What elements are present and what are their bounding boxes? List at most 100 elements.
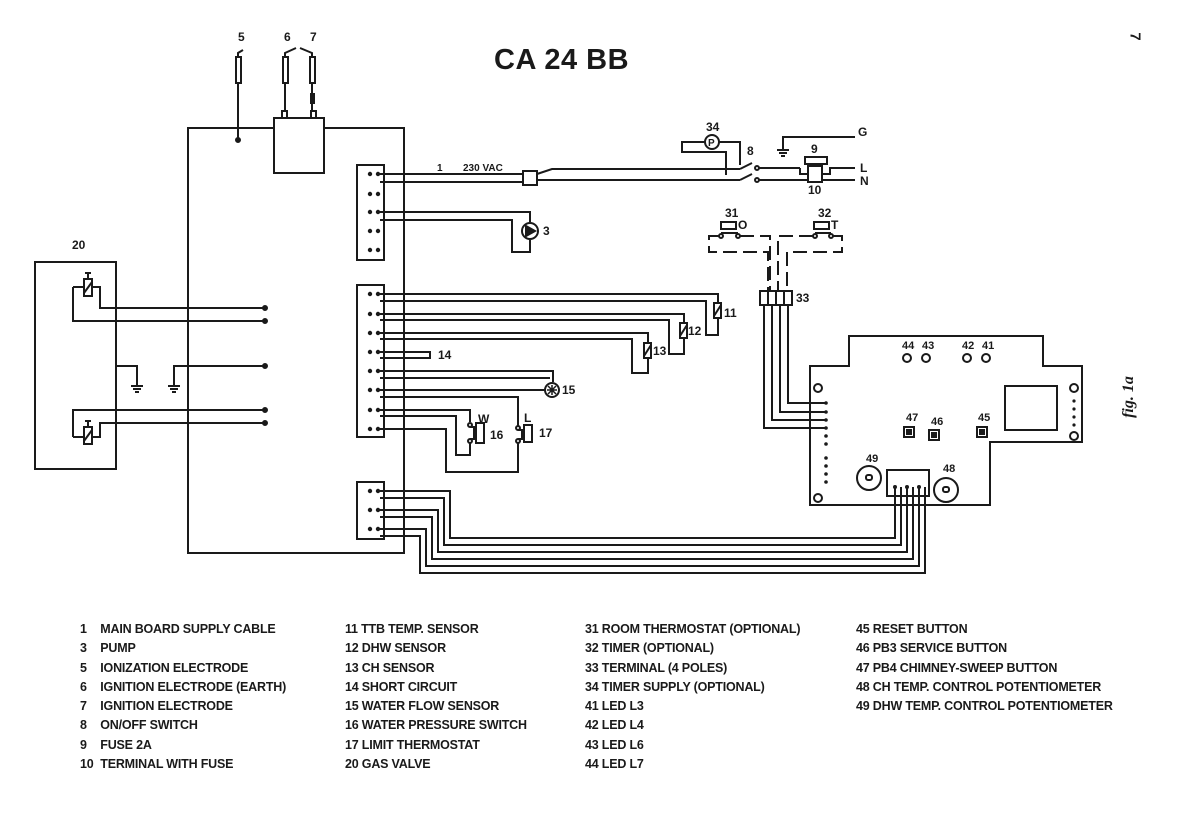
fuse-terminal: [799, 156, 855, 183]
callout-6: 6: [284, 30, 291, 44]
legend-item-text: LED L7: [601, 757, 644, 772]
legend-item: 43 LED L6: [585, 736, 800, 755]
legend-item-number: 31: [585, 622, 599, 636]
legend-item-number: 12: [345, 641, 359, 656]
legend-item-text: LED L3: [601, 699, 644, 714]
callout-10: 10: [808, 183, 822, 197]
legend-item: 1 MAIN BOARD SUPPLY CABLE: [80, 620, 286, 639]
legend-item-number: 32: [585, 641, 599, 656]
display: [1004, 385, 1058, 431]
legend-item-number: 14: [345, 679, 359, 694]
supply-label: 230 VAC: [463, 163, 503, 174]
callout-20: 20: [72, 238, 86, 252]
reset-button: [976, 426, 988, 438]
callout-17: 17: [539, 426, 553, 440]
dhw-sensor: [679, 322, 688, 339]
legend-item-text: CH TEMP. CONTROL POTENTIOMETER: [872, 679, 1102, 694]
legend-item-number: 5: [80, 660, 87, 675]
callout-41: 41: [982, 340, 994, 352]
timer: [777, 221, 843, 292]
legend-item-number: 48: [856, 679, 870, 694]
callout-8: 8: [747, 144, 754, 158]
timer-supply-symbol: P: [708, 138, 715, 149]
legend-item: 11 TTB TEMP. SENSOR: [345, 620, 527, 639]
legend-item-number: 42: [585, 718, 599, 733]
legend-item: 13 CH SENSOR: [345, 659, 527, 678]
callout-48: 48: [943, 463, 955, 475]
legend-item-number: 34: [585, 679, 599, 694]
callout-7: 7: [310, 30, 317, 44]
legend-item-number: 44: [585, 757, 599, 772]
legend-item: 45 RESET BUTTON: [856, 620, 1113, 639]
legend-item: 34 TIMER SUPPLY (OPTIONAL): [585, 678, 800, 697]
legend-item-text: TIMER (OPTIONAL): [601, 641, 714, 656]
legend-item-text: TERMINAL WITH FUSE: [100, 757, 234, 772]
legend-item-number: 6: [80, 679, 87, 694]
legend-item: 12 DHW SENSOR: [345, 639, 527, 658]
legend-item-text: PB4 CHIMNEY-SWEEP BUTTON: [872, 660, 1058, 675]
pump: [521, 222, 539, 240]
legend-item-text: DHW TEMP. CONTROL POTENTIOMETER: [872, 699, 1113, 714]
callout-33: 33: [796, 291, 810, 305]
ignition-transformer: [273, 117, 325, 174]
ch-sensor: [643, 342, 652, 359]
legend-item: 14 SHORT CIRCUIT: [345, 678, 527, 697]
legend-item: 49 DHW TEMP. CONTROL POTENTIOMETER: [856, 697, 1113, 716]
terminal-g: G: [858, 125, 867, 139]
callout-1: 1: [437, 163, 443, 174]
ch-potentiometer: [933, 477, 959, 503]
legend-item-text: FUSE 2A: [100, 737, 152, 752]
wiring-diagram: 5 6 7 1 230 VAC 34 P 8 9 10 G L N 3 20 3…: [34, 30, 1083, 574]
water-pressure-switch: [467, 422, 485, 444]
callout-13: 13: [653, 344, 667, 358]
legend-item-number: 47: [856, 660, 870, 675]
legend-item: 47 PB4 CHIMNEY-SWEEP BUTTON: [856, 659, 1113, 678]
legend-item-number: 13: [345, 660, 359, 675]
legend-item: 3 PUMP: [80, 639, 286, 658]
legend-item: 32 TIMER (OPTIONAL): [585, 639, 800, 658]
legend-item: 6 IGNITION ELECTRODE (EARTH): [80, 678, 286, 697]
legend-item-number: 43: [585, 737, 599, 752]
legend-column-3: 31 ROOM THERMOSTAT (OPTIONAL)32 TIMER (O…: [585, 620, 800, 774]
diagram-title: CA 24 BB: [494, 44, 630, 76]
legend-item: 41 LED L3: [585, 697, 800, 716]
short-circuit: [380, 351, 431, 359]
legend-item-number: 15: [345, 699, 359, 714]
on-off-switch: [739, 162, 855, 183]
limit-thermostat-label: L: [524, 411, 531, 425]
callout-16: 16: [490, 428, 504, 442]
led-l7: [902, 353, 912, 363]
legend-item: 7 IGNITION ELECTRODE: [80, 697, 286, 716]
legend-item: 33 TERMINAL (4 POLES): [585, 659, 800, 678]
legend-item-text: PUMP: [100, 641, 136, 656]
legend-item-text: IGNITION ELECTRODE (EARTH): [100, 679, 287, 694]
legend-item-text: LIMIT THERMOSTAT: [361, 737, 480, 752]
legend-item-text: IGNITION ELECTRODE: [100, 699, 233, 714]
room-thermostat: [708, 221, 771, 292]
legend-item: 8 ON/OFF SWITCH: [80, 716, 286, 735]
callout-3: 3: [543, 224, 550, 238]
callout-42: 42: [962, 340, 974, 352]
legend-item-text: TERMINAL (4 POLES): [601, 660, 728, 675]
legend-item-number: 8: [80, 718, 87, 733]
legend-item-text: LED L4: [601, 718, 644, 733]
legend-item: 9 FUSE 2A: [80, 736, 286, 755]
ground-line: [782, 136, 855, 150]
led-l6: [921, 353, 931, 363]
legend-item-number: 3: [80, 641, 87, 656]
legend-item-text: CH SENSOR: [361, 660, 435, 675]
board-connector: [886, 469, 930, 497]
ionization-electrode: [235, 49, 244, 140]
legend-item-number: 7: [80, 699, 87, 714]
legend-item-text: IONIZATION ELECTRODE: [100, 660, 249, 675]
callout-12: 12: [688, 324, 702, 338]
chimney-sweep-button: [903, 426, 915, 438]
legend-item-number: 11: [345, 622, 358, 636]
callout-14: 14: [438, 348, 452, 362]
legend-item-number: 1: [80, 622, 87, 636]
legend-item-text: ROOM THERMOSTAT (OPTIONAL): [601, 622, 801, 636]
led-l4: [962, 353, 972, 363]
